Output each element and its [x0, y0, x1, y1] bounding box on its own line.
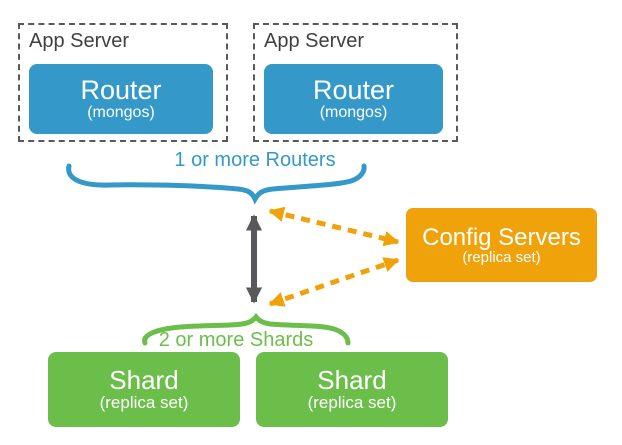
routers-brace-label: 1 or more Routers: [174, 149, 336, 171]
shards-brace: [142, 312, 351, 346]
app-server-label: App Server: [29, 30, 130, 52]
router-box-1: Router (mongos): [29, 64, 213, 134]
config-servers-box: Config Servers (replica set): [406, 208, 597, 282]
shard-subtitle: (replica set): [99, 392, 189, 412]
config-servers-subtitle: (replica set): [462, 248, 541, 266]
router-title: Router: [80, 75, 162, 106]
router-subtitle: (mongos): [319, 104, 388, 122]
router-config-arrow: [268, 206, 400, 247]
router-subtitle: (mongos): [87, 104, 155, 122]
config-servers-title: Config Servers: [422, 223, 581, 251]
shards-brace-label: 2 or more Shards: [158, 329, 314, 351]
router-title: Router: [312, 75, 395, 106]
app-server-label: App Server: [264, 30, 365, 52]
routers-brace: [66, 163, 367, 205]
shard-box-2: Shard (replica set): [256, 352, 448, 427]
router-box-2: Router (mongos): [264, 64, 443, 134]
shard-subtitle: (replica set): [307, 392, 397, 412]
shard-title: Shard: [109, 364, 179, 395]
shard-box-1: Shard (replica set): [48, 352, 240, 427]
app-server-box-1: App Server Router (mongos): [18, 23, 228, 142]
app-server-box-2: App Server Router (mongos): [253, 23, 458, 142]
shard-config-arrow: [268, 257, 400, 307]
shard-title: Shard: [317, 364, 387, 395]
